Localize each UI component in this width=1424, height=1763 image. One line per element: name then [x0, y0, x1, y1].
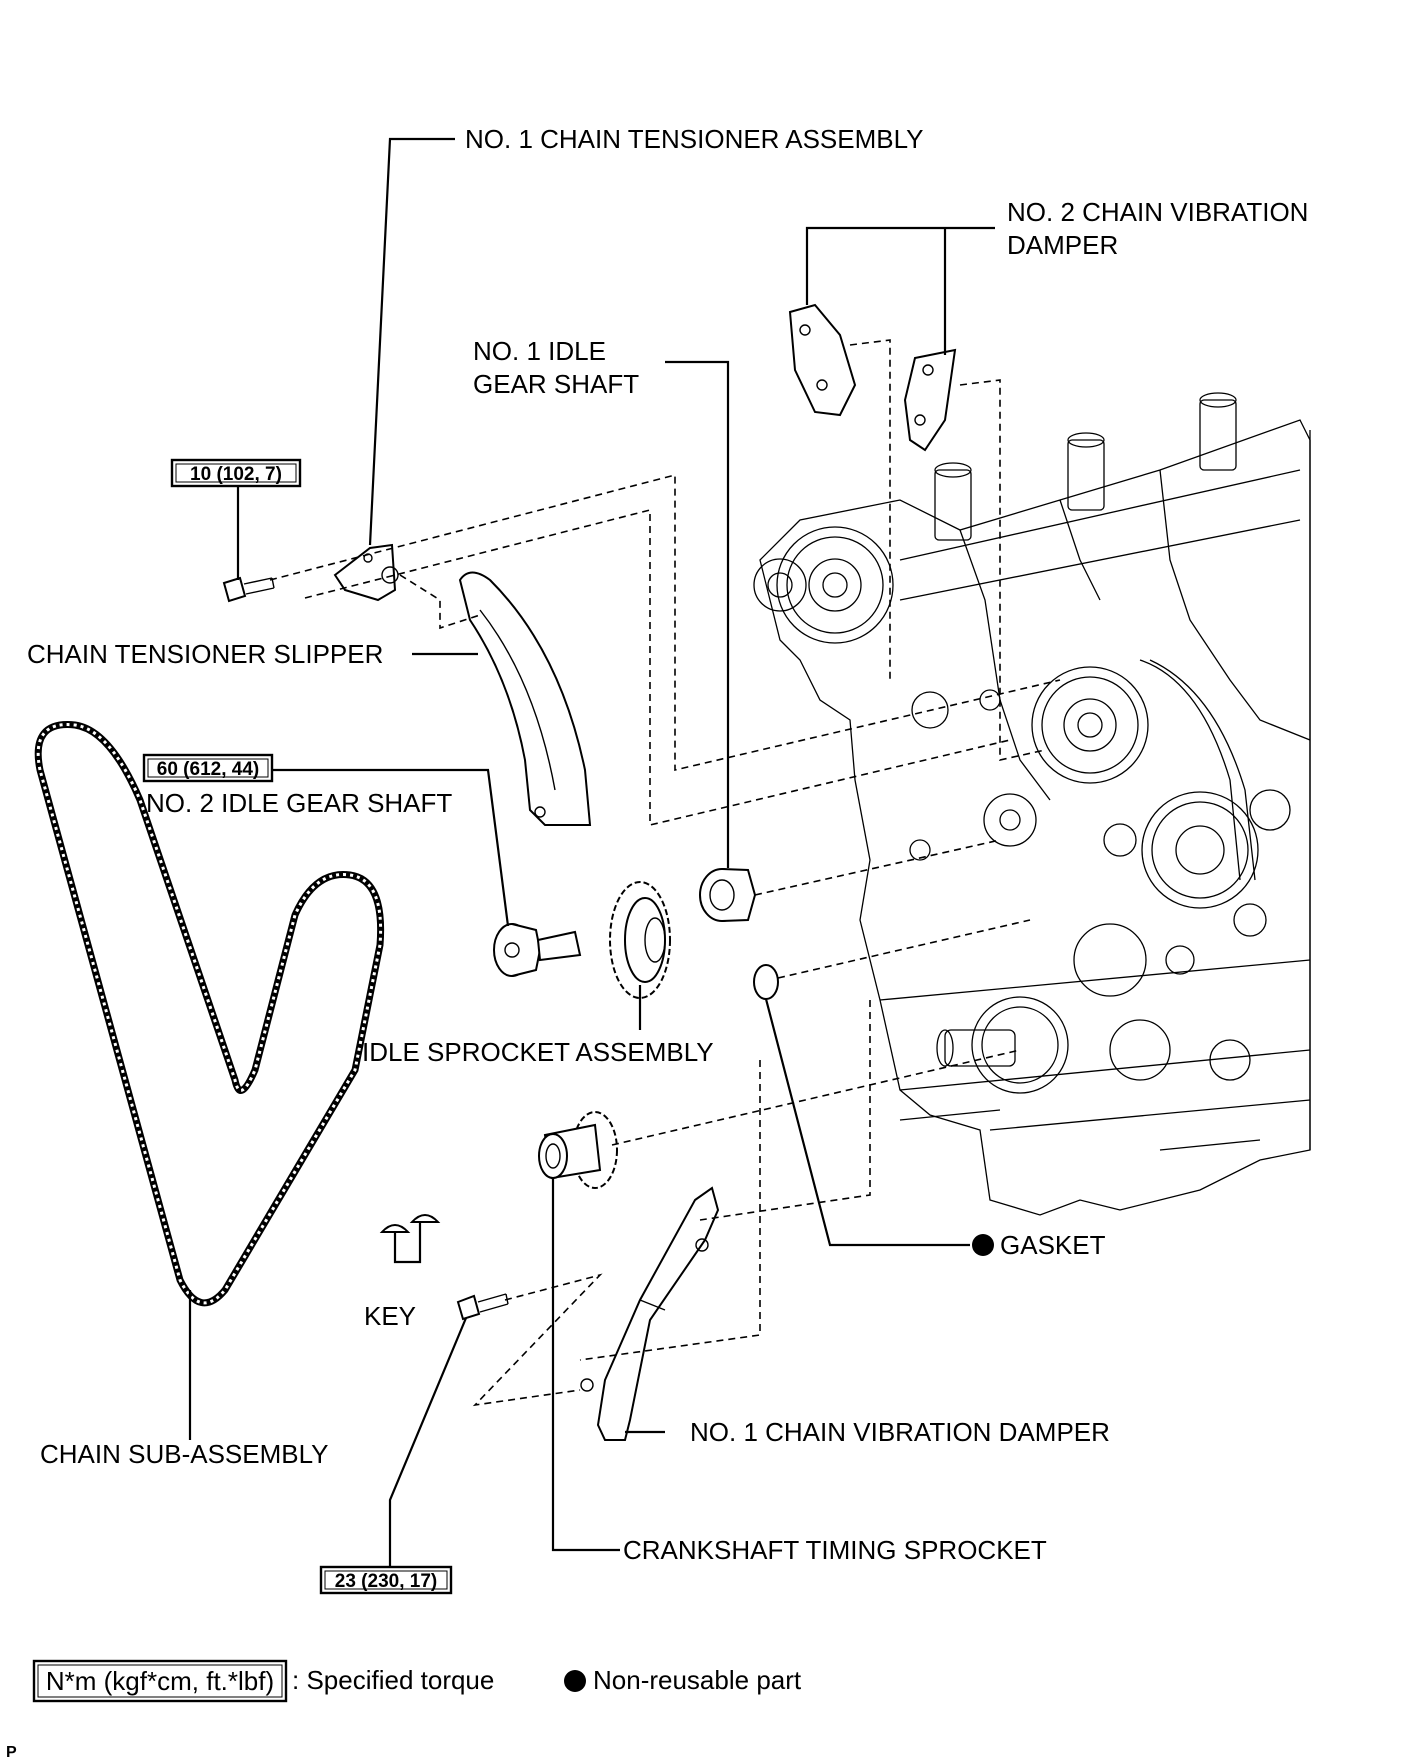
chain-sub-assembly	[34, 721, 385, 1307]
label-key: KEY	[364, 1301, 416, 1331]
label-gasket: GASKET	[1000, 1230, 1106, 1260]
idle-sprocket-assembly	[609, 881, 671, 999]
no1-chain-tensioner-assembly	[333, 543, 399, 602]
label-no1-idle-gear-shaft-line1: NO. 1 IDLE	[473, 336, 606, 366]
label-no1-idle-gear-shaft-line2: GEAR SHAFT	[473, 369, 639, 399]
legend-nonreusable-description: Non-reusable part	[593, 1665, 802, 1695]
label-no2-idle-gear-shaft: NO. 2 IDLE GEAR SHAFT	[146, 788, 452, 818]
label-chain-tensioner-slipper: CHAIN TENSIONER SLIPPER	[27, 639, 383, 669]
label-chain-sub-assembly: CHAIN SUB-ASSEMBLY	[40, 1439, 328, 1469]
label-idle-sprocket-assembly: IDLE SPROCKET ASSEMBLY	[362, 1037, 714, 1067]
damper-bolt	[456, 1293, 509, 1321]
legend-nonreusable-bullet	[564, 1670, 586, 1692]
crankshaft-timing-sprocket	[538, 1111, 618, 1189]
label-no2-chain-vibration-damper-line1: NO. 2 CHAIN VIBRATION	[1007, 197, 1308, 227]
chain-tensioner-slipper	[458, 571, 592, 826]
torque-value-tensioner-bolt: 10 (102, 7)	[190, 464, 282, 485]
no2-idle-gear-shaft	[493, 923, 582, 977]
no1-idle-gear-shaft	[699, 868, 757, 922]
torque-value-idle-gear-shaft: 60 (612, 44)	[157, 759, 259, 780]
legend-torque-description: : Specified torque	[292, 1665, 494, 1695]
label-no2-chain-vibration-damper-line2: DAMPER	[1007, 230, 1118, 260]
torque-value-damper-bolt: 23 (230, 17)	[335, 1571, 437, 1592]
footer-code: P	[6, 1744, 17, 1761]
keys	[379, 1214, 441, 1233]
label-crankshaft-timing-sprocket: CRANKSHAFT TIMING SPROCKET	[623, 1535, 1047, 1565]
tensioner-bolt	[222, 576, 275, 603]
gasket	[753, 964, 779, 1000]
legend: N*m (kgf*cm, ft.*lbf) : Specified torque…	[32, 1659, 802, 1703]
torque-box-damper-bolt: 23 (230, 17)	[319, 1565, 453, 1595]
no1-chain-vibration-damper	[580, 1186, 720, 1441]
label-no1-chain-tensioner-assembly: NO. 1 CHAIN TENSIONER ASSEMBLY	[465, 124, 924, 154]
gasket-nonreusable-bullet	[972, 1234, 994, 1256]
torque-box-tensioner-bolt: 10 (102, 7)	[170, 458, 302, 488]
engine-block-illustration	[753, 392, 1311, 1216]
leader-lines	[188, 137, 995, 1580]
torque-box-idle-gear-shaft: 60 (612, 44)	[142, 753, 274, 783]
no2-chain-vibration-damper	[788, 303, 957, 452]
legend-torque-unit: N*m (kgf*cm, ft.*lbf)	[46, 1666, 274, 1696]
label-no1-chain-vibration-damper: NO. 1 CHAIN VIBRATION DAMPER	[690, 1417, 1110, 1447]
